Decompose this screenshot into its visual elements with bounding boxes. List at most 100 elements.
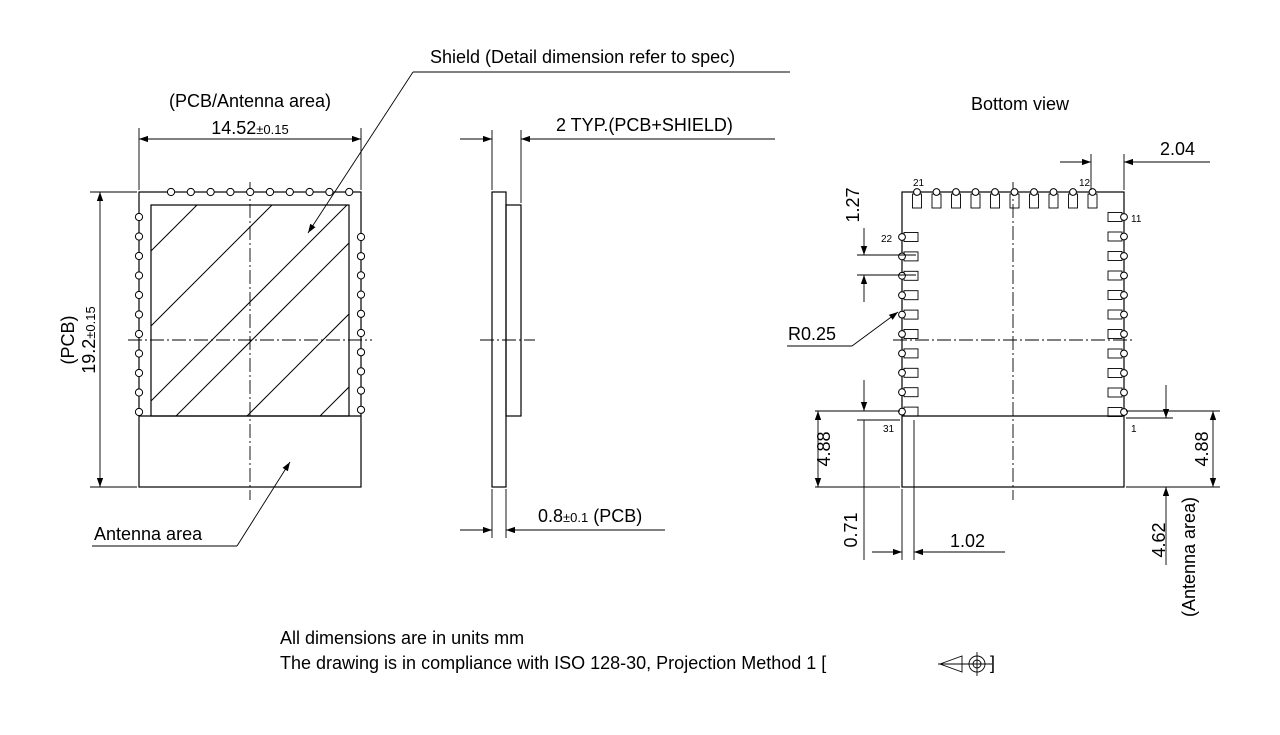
side-pcb xyxy=(491,191,507,488)
castellated-pin-top xyxy=(285,187,294,197)
shield-leader xyxy=(307,71,414,234)
pad-left-column xyxy=(903,406,919,417)
pad-half-hole xyxy=(898,252,906,261)
pcb-label: (PCB) xyxy=(58,316,78,365)
castellated-pin-right xyxy=(356,386,366,395)
pad-half-hole xyxy=(932,188,941,196)
side-view: 2 TYP.(PCB+SHIELD) 0.8±0.1 (PCB) xyxy=(460,115,775,538)
pad-top-row xyxy=(1087,193,1098,209)
pad-half-hole xyxy=(898,310,906,319)
shield-label: Shield (Detail dimension refer to spec) xyxy=(430,47,735,67)
antenna-area-label: Antenna area xyxy=(94,524,203,544)
dim-1-02-label: 1.02 xyxy=(950,531,985,551)
pad-half-hole xyxy=(991,188,999,196)
pad-half-hole xyxy=(1069,188,1077,196)
dim-1-27-label: 1.27 xyxy=(843,187,863,222)
castellated-pin-left xyxy=(134,329,144,339)
pad-half-hole xyxy=(1120,349,1128,358)
top-view-pins xyxy=(134,187,366,417)
pin-1-label: 1 xyxy=(1131,424,1137,435)
castellated-pin-top xyxy=(246,187,255,197)
pad-top-row xyxy=(1048,193,1059,209)
pad-left-column xyxy=(903,270,919,281)
pad-right-column xyxy=(1107,251,1123,261)
castellated-pin-top xyxy=(305,187,314,197)
dim-2-04-label: 2.04 xyxy=(1160,139,1195,159)
castellated-pin-top xyxy=(325,187,334,197)
pad-left-column xyxy=(903,309,919,320)
pad-half-hole xyxy=(1120,252,1128,260)
castellated-pin-left xyxy=(134,290,144,300)
note-iso-suffix: ] xyxy=(990,653,995,673)
pad-top-row xyxy=(912,193,922,209)
side-shield xyxy=(505,204,522,417)
pad-top-row xyxy=(1029,193,1039,209)
pin-21-label: 21 xyxy=(913,178,925,189)
pad-top-row xyxy=(990,193,1000,209)
pad-half-hole xyxy=(1120,369,1128,377)
pad-left-column xyxy=(903,348,919,359)
pad-half-hole xyxy=(1120,408,1128,416)
pad-top-row xyxy=(951,193,961,209)
pad-top-row xyxy=(970,193,981,209)
pad-right-column xyxy=(1107,387,1123,398)
bottom-view: Bottom view 21 12 11 22 31 1 2.04 1.27 R… xyxy=(787,94,1220,617)
pad-half-hole xyxy=(898,368,906,377)
pin-12-label: 12 xyxy=(1079,178,1091,189)
pad-half-hole xyxy=(898,233,906,241)
castellated-pin-top xyxy=(166,187,176,197)
pad-left-column xyxy=(903,232,919,242)
pad-half-hole xyxy=(1120,310,1128,319)
pad-half-hole xyxy=(898,349,906,358)
pcb-antenna-area-label: (PCB/Antenna area) xyxy=(169,91,331,111)
pad-right-column xyxy=(1107,290,1123,300)
pad-half-hole xyxy=(898,330,906,338)
antenna-area-paren-label: (Antenna area) xyxy=(1179,497,1199,617)
pad-half-hole xyxy=(898,271,906,280)
castellated-pin-left xyxy=(134,271,144,280)
pad-half-hole xyxy=(1120,388,1128,397)
note-iso-prefix: The drawing is in compliance with ISO 12… xyxy=(280,653,826,673)
castellated-pin-left xyxy=(134,251,144,261)
pad-right-column xyxy=(1107,309,1123,320)
castellated-pin-right xyxy=(356,405,366,414)
castellated-pin-top xyxy=(345,187,354,197)
pad-half-hole xyxy=(1120,271,1128,280)
pad-half-hole xyxy=(971,188,980,196)
pin-31-label: 31 xyxy=(883,424,895,435)
dim-4-88-right-label: 4.88 xyxy=(1192,431,1212,466)
castellated-pin-left xyxy=(134,368,144,378)
castellated-pin-right xyxy=(356,290,366,299)
castellated-pin-right xyxy=(356,348,366,357)
pin-11-label: 11 xyxy=(1131,214,1142,225)
pad-right-column xyxy=(1107,368,1123,378)
pad-half-hole xyxy=(1120,232,1128,241)
typ-thickness-label: 2 TYP.(PCB+SHIELD) xyxy=(556,115,733,135)
castellated-pin-right xyxy=(356,367,366,376)
pin-22-label: 22 xyxy=(881,234,893,245)
pad-right-column xyxy=(1107,329,1123,339)
castellated-pin-right xyxy=(356,271,366,280)
castellated-pin-left xyxy=(134,349,144,358)
note-units: All dimensions are in units mm xyxy=(280,628,524,648)
pad-half-hole xyxy=(898,388,906,397)
pad-half-hole xyxy=(913,188,921,196)
pad-top-row xyxy=(1009,193,1020,209)
pad-half-hole xyxy=(1120,213,1128,221)
pad-half-hole xyxy=(952,188,960,196)
pad-half-hole xyxy=(1088,188,1097,196)
pcb-thickness-label: 0.8±0.1 (PCB) xyxy=(538,506,642,526)
castellated-pin-right xyxy=(356,328,366,338)
pad-right-column xyxy=(1107,231,1123,242)
castellated-pin-left xyxy=(134,407,144,417)
r0-25-leader xyxy=(851,311,899,347)
pad-half-hole xyxy=(1120,330,1128,338)
projection-method-symbol xyxy=(938,652,992,676)
castellated-pin-left xyxy=(134,388,144,397)
pad-right-column xyxy=(1107,270,1123,281)
antenna-leader xyxy=(236,461,291,547)
pad-right-column xyxy=(1107,348,1123,359)
height-dimension-label: 19.2±0.15 xyxy=(79,306,99,373)
castellated-pin-top xyxy=(265,187,275,197)
